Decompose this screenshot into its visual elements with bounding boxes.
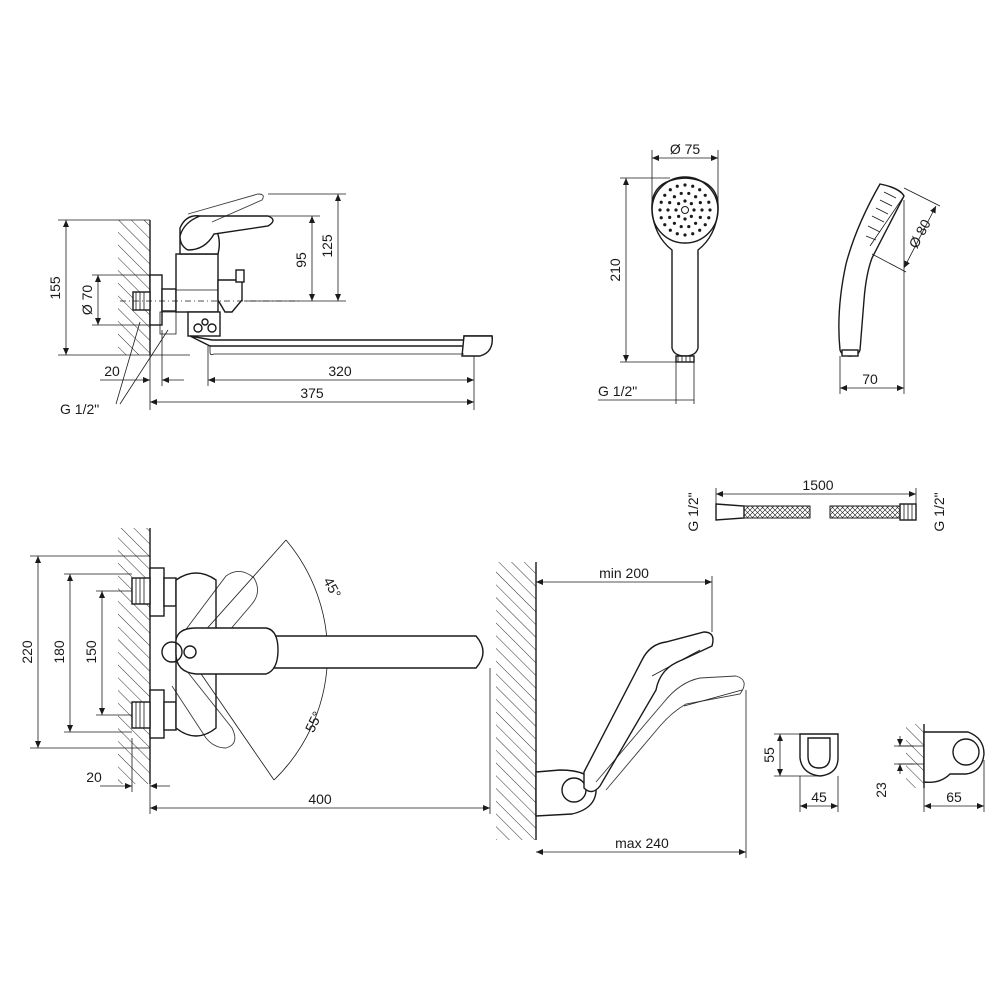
nozzle-dot <box>698 188 702 192</box>
nozzle-dot <box>692 208 696 212</box>
nozzle-dot <box>677 202 681 206</box>
dim-holder-min: min 200 <box>599 565 649 581</box>
bracket-front-view: 55 45 <box>761 733 839 812</box>
nozzle-dot <box>683 233 687 237</box>
nozzle-dot <box>698 201 702 205</box>
wall-hatch <box>118 220 150 355</box>
nozzle-dot <box>691 184 695 188</box>
hose-thread-left: G 1/2" <box>685 492 701 531</box>
wall-hatch-4 <box>906 724 924 788</box>
nozzle-dot <box>675 184 679 188</box>
dim-wall-offset: 20 <box>104 363 120 379</box>
nozzle-dot <box>691 232 695 236</box>
dim-handle-height: 95 <box>293 252 309 268</box>
dim-top-total-h: 220 <box>19 640 35 664</box>
dim-bracket-side-width: 65 <box>946 789 962 805</box>
hand-shower-side: Ø 80 70 <box>838 183 941 394</box>
dim-bracket-width: 45 <box>811 789 827 805</box>
nozzle-dot <box>687 224 691 229</box>
hand-shower-front: 210 Ø 75 G 1/2" <box>598 141 719 404</box>
nozzle-dot <box>677 214 681 218</box>
thread-label: G 1/2" <box>60 401 99 417</box>
lever-top <box>175 627 279 675</box>
spout <box>189 335 493 347</box>
shower-holder-view: min 200 max 240 <box>496 562 747 858</box>
dim-total-height: 125 <box>319 234 335 258</box>
lever-handle <box>179 215 274 251</box>
nozzle-dot <box>707 200 711 204</box>
faucet-side-view: 155 Ø 70 95 125 20 320 375 G 1/2" <box>47 193 493 417</box>
nozzle-dot <box>700 208 704 212</box>
wall-hatch-2 <box>118 528 150 784</box>
spray-nozzles <box>658 183 712 237</box>
nozzle-dot <box>668 188 672 192</box>
nozzle-dot <box>693 221 698 225</box>
dim-head-side-width: 70 <box>862 371 878 387</box>
dim-hose-length: 1500 <box>802 477 833 493</box>
dim-bracket-height: 55 <box>761 747 777 763</box>
nozzle-dot <box>687 191 691 196</box>
nozzle-dot <box>679 224 683 229</box>
dim-head-length: 210 <box>607 258 623 282</box>
nozzle-dot <box>668 215 672 219</box>
nozzle-dot <box>703 193 707 197</box>
mixer-body <box>175 253 219 313</box>
dim-head-thread: G 1/2" <box>598 383 637 399</box>
dim-top-h2-label: 180 <box>51 640 67 664</box>
nozzle-dot <box>659 200 663 204</box>
dim-head-dia: Ø 75 <box>670 141 701 157</box>
nozzle-dot <box>668 228 672 232</box>
nozzle-dot <box>658 208 662 212</box>
nozzle-dot <box>693 195 698 199</box>
hose-thread-right: G 1/2" <box>931 492 947 531</box>
dim-head-side-dia: Ø 80 <box>905 216 933 250</box>
dim-bracket-side-height: 23 <box>873 782 889 798</box>
nozzle-dot <box>683 199 687 203</box>
wall-hatch-3 <box>496 562 536 840</box>
nozzle-dot <box>672 221 677 225</box>
dim-holder-max: max 240 <box>615 835 669 851</box>
nozzle-dot <box>663 223 667 227</box>
nozzle-dot <box>689 214 693 218</box>
dim-total-reach: 375 <box>300 385 324 401</box>
dim-flange-dia: Ø 70 <box>79 285 95 316</box>
nozzle-dot <box>675 232 679 236</box>
dim-spout-reach: 320 <box>328 363 352 379</box>
nozzle-dot <box>666 208 670 212</box>
nozzle-dot <box>679 191 683 196</box>
angle-55: 55° <box>302 709 326 735</box>
faucet-top-view: 45° 55° 220 180 150 20 400 <box>19 528 491 814</box>
dim-top-wall-offset: 20 <box>86 769 102 785</box>
shower-hose: 1500 G 1/2" G 1/2" <box>685 477 947 532</box>
nozzle-dot <box>668 201 672 205</box>
dim-top-reach: 400 <box>308 791 332 807</box>
bracket-side-view: 23 65 <box>873 724 985 812</box>
nozzle-dot <box>689 202 693 206</box>
nozzle-dot <box>674 208 678 212</box>
nozzle-dot <box>698 228 702 232</box>
nozzle-dot <box>708 208 712 212</box>
dim-side-height: 155 <box>47 276 63 300</box>
dim-top-h3: 150 <box>83 640 99 664</box>
nozzle-dot <box>683 217 687 221</box>
nozzle-dot <box>683 183 687 187</box>
nozzle-dot <box>698 215 702 219</box>
nozzle-dot <box>707 216 711 220</box>
nozzle-dot <box>663 193 667 197</box>
nozzle-dot <box>703 223 707 227</box>
nozzle-dot <box>659 216 663 220</box>
nozzle-dot <box>672 195 677 199</box>
angle-45: 45° <box>320 575 344 601</box>
